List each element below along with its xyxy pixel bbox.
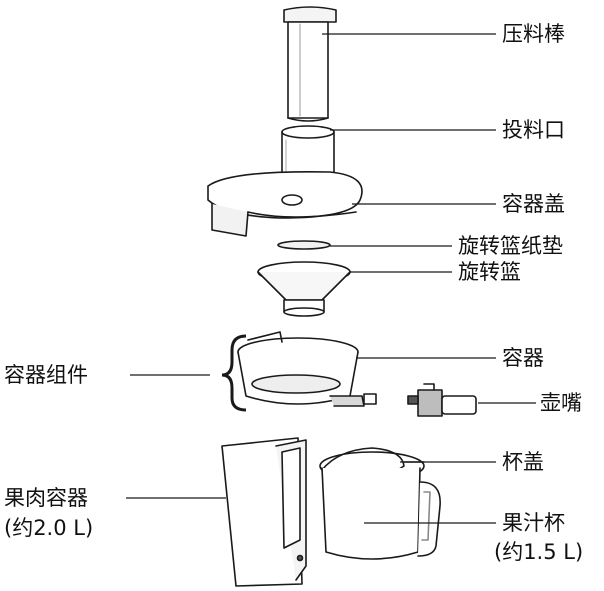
- rotating-basket-label: 旋转篮: [458, 260, 521, 284]
- container-lid-part: [207, 170, 363, 237]
- pulp-container-capacity-label: (约2.0 L): [4, 516, 94, 540]
- juice-cup-capacity-label: (约1.5 L): [494, 540, 584, 564]
- pulp-container-label: 果肉容器: [4, 486, 88, 510]
- cup-lid-label: 杯盖: [502, 450, 544, 474]
- container-lid-label: 容器盖: [502, 192, 565, 216]
- feed-tube-label: 投料口: [502, 118, 565, 142]
- spout-label: 壶嘴: [540, 391, 582, 415]
- container-assembly-brace: [221, 334, 247, 412]
- rotating-basket-part: [257, 261, 351, 317]
- pusher-label: 压料棒: [502, 22, 565, 46]
- container-assembly-label: 容器组件: [4, 363, 88, 387]
- pulp-container-part: [221, 437, 307, 587]
- pusher-part: [283, 6, 337, 122]
- spout-part: [407, 383, 477, 417]
- juice-cup-label: 果汁杯: [502, 511, 565, 535]
- container-label: 容器: [502, 346, 544, 370]
- basket-paper-pad-label: 旋转篮纸垫: [458, 234, 563, 258]
- juice-cup-part: [319, 447, 441, 560]
- feed-tube-part: [281, 125, 335, 197]
- container-part: [237, 331, 377, 407]
- basket-paper-pad-part: [277, 240, 331, 250]
